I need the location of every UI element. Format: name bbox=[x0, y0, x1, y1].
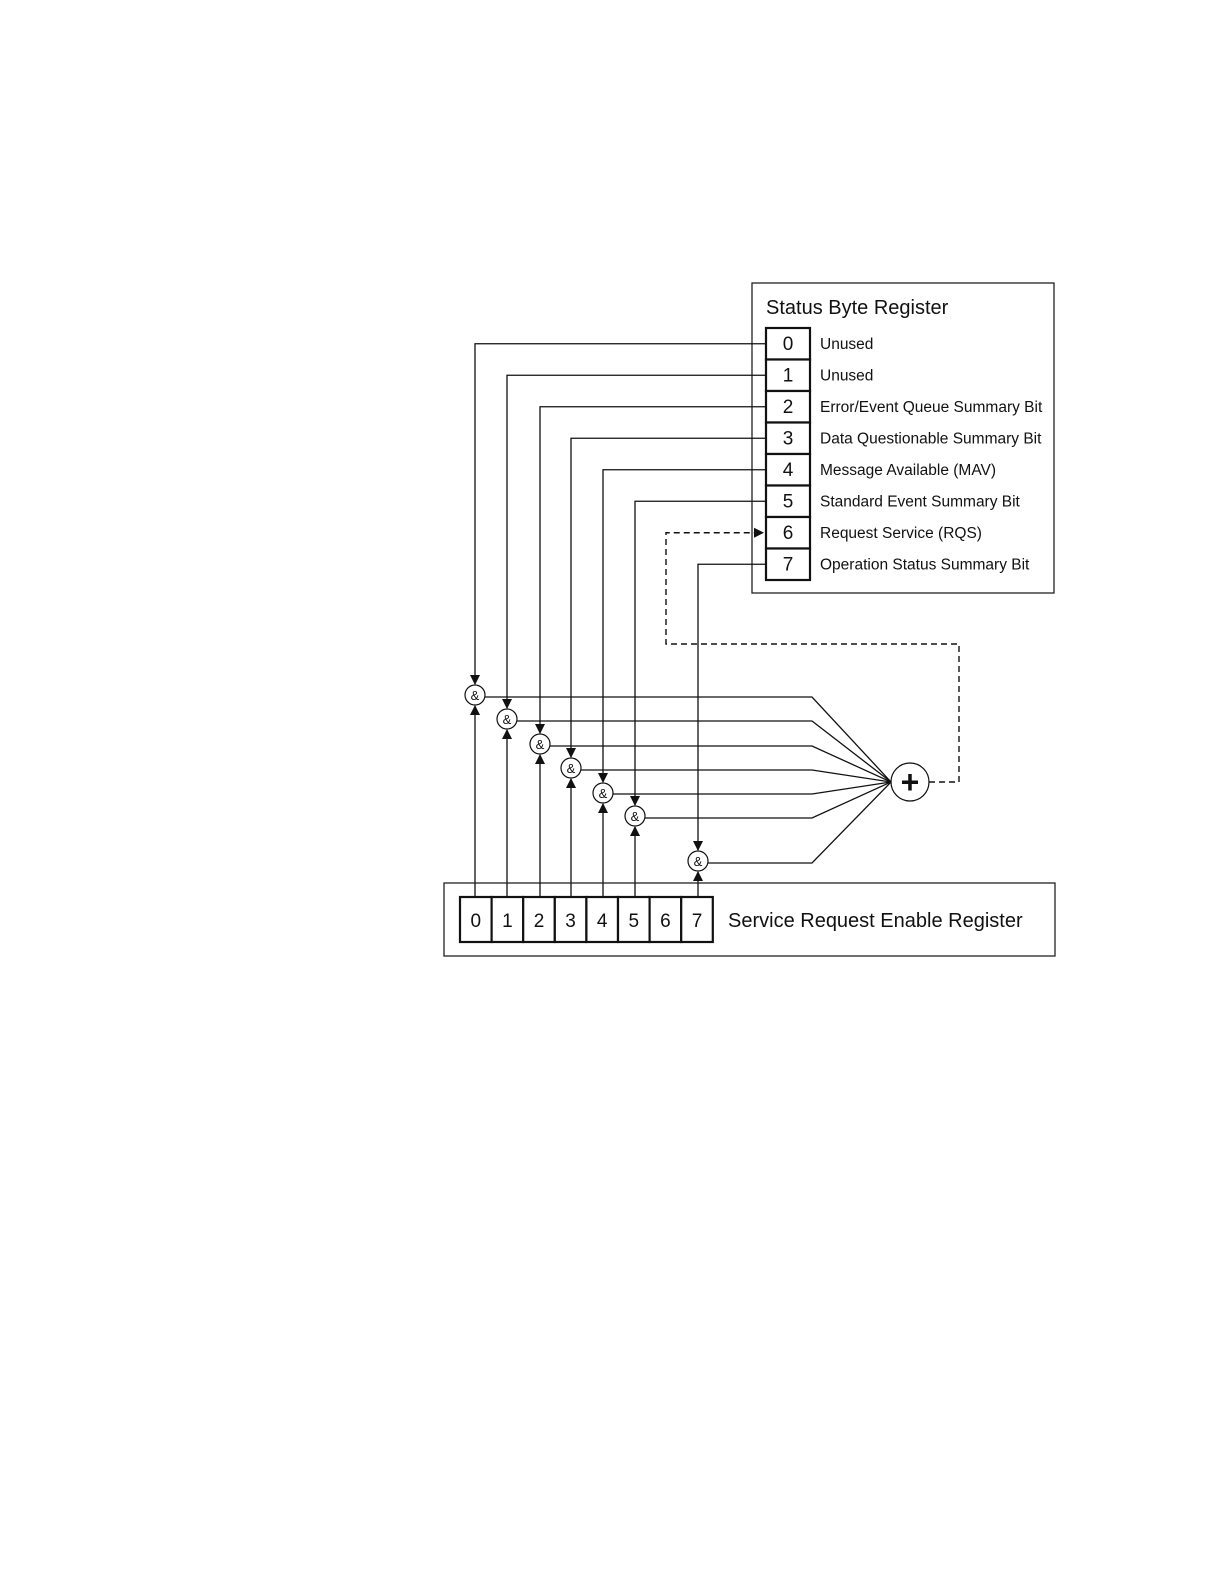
sbr-wire-3 bbox=[571, 438, 766, 757]
and-gate-symbol: & bbox=[503, 712, 512, 727]
sre-bit-number: 2 bbox=[534, 911, 545, 932]
sbr-wire-0 bbox=[475, 344, 766, 684]
sre-bit-number: 6 bbox=[660, 911, 671, 932]
sbr-bit-label: Standard Event Summary Bit bbox=[820, 494, 1021, 511]
sre-bit-number: 7 bbox=[692, 911, 703, 932]
sbr-bit-label: Operation Status Summary Bit bbox=[820, 557, 1030, 574]
gate-output-wire-4 bbox=[613, 782, 891, 794]
sbr-bit-number: 3 bbox=[783, 429, 794, 450]
sbr-bit-number: 1 bbox=[783, 366, 794, 387]
sbr-wire-1 bbox=[507, 375, 766, 708]
sbr-bit-label: Error/Event Queue Summary Bit bbox=[820, 399, 1043, 416]
sre-bit-number: 4 bbox=[597, 911, 608, 932]
and-gate-symbol: & bbox=[599, 786, 608, 801]
sbr-bit-number: 5 bbox=[783, 492, 794, 513]
sre-bit-number: 5 bbox=[629, 911, 640, 932]
sbr-bit-label: Message Available (MAV) bbox=[820, 462, 996, 479]
sbr-wire-5 bbox=[635, 501, 766, 805]
sbr-bit-label: Request Service (RQS) bbox=[820, 525, 982, 542]
status-byte-register-title: Status Byte Register bbox=[766, 297, 949, 319]
and-gates: & & & & & & & bbox=[465, 685, 708, 871]
and-gate-symbol: & bbox=[567, 761, 576, 776]
gate-output-wire-2 bbox=[550, 746, 891, 782]
gate-output-wire-3 bbox=[581, 770, 891, 782]
sbr-bit-label: Unused bbox=[820, 336, 873, 353]
sre-bit-number: 0 bbox=[471, 911, 482, 932]
sbr-bit-number: 0 bbox=[783, 334, 794, 355]
and-gate-symbol: & bbox=[694, 854, 703, 869]
or-gate-symbol: + bbox=[901, 764, 920, 800]
and-gate-symbol: & bbox=[536, 737, 545, 752]
sbr-bit-label: Unused bbox=[820, 368, 873, 385]
sbr-wire-2 bbox=[540, 407, 766, 733]
sbr-wire-4 bbox=[603, 470, 766, 782]
and-gate-symbol: & bbox=[631, 809, 640, 824]
sbr-bit-number: 4 bbox=[783, 460, 794, 481]
sbr-bit-number: 6 bbox=[783, 523, 794, 544]
sbr-wire-7 bbox=[698, 564, 766, 850]
sre-bit-number: 1 bbox=[502, 911, 513, 932]
sbr-bit-number: 7 bbox=[783, 555, 794, 576]
sbr-bit-label: Data Questionable Summary Bit bbox=[820, 431, 1042, 448]
sre-bit-number: 3 bbox=[565, 911, 576, 932]
and-gate-symbol: & bbox=[471, 688, 480, 703]
sbr-bit-number: 2 bbox=[783, 397, 794, 418]
service-request-enable-register-title: Service Request Enable Register bbox=[728, 910, 1023, 932]
